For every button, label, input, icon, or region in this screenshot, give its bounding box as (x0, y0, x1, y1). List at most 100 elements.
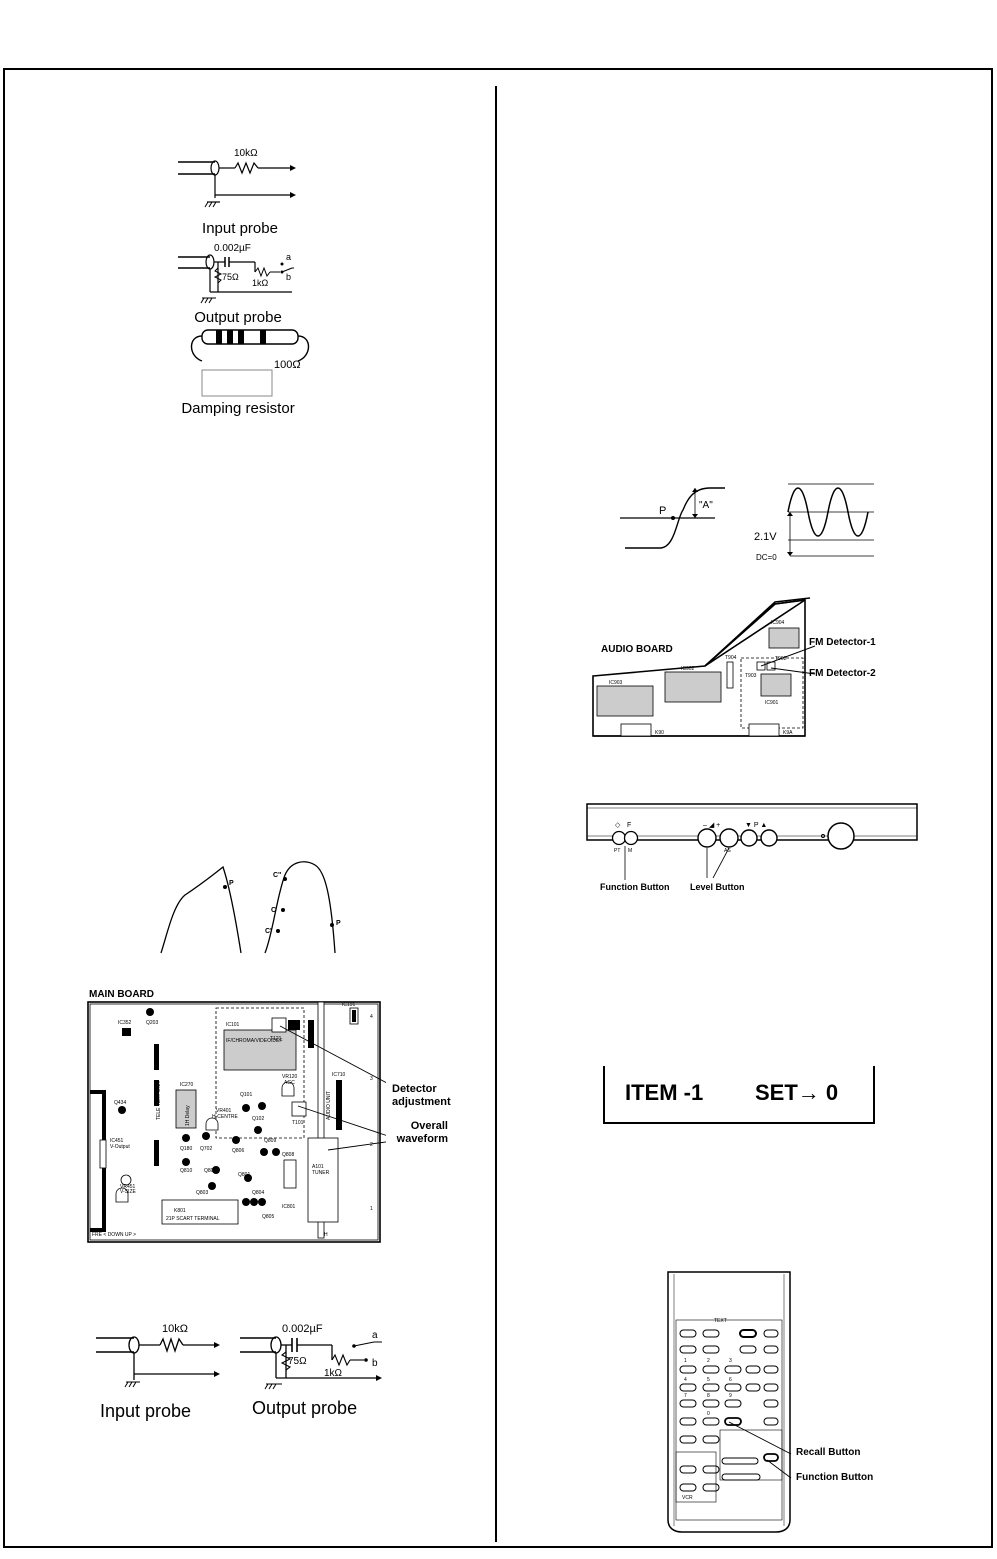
fm-detector-2-label: FM Detector-2 (809, 668, 876, 679)
output-probe-caption: Output probe (194, 309, 282, 326)
sine-voltage-label: 2.1V (754, 531, 777, 543)
output-probe-r1k-label: 1kΩ (252, 278, 269, 288)
mb-t121: T121 (270, 1036, 282, 1042)
svg-text:▼ P ▲: ▼ P ▲ (745, 822, 767, 829)
output-probe-2-tap-b: b (372, 1358, 378, 1369)
audio-board-title: AUDIO BOARD (601, 644, 673, 655)
audio-ic903: IC903 (609, 680, 623, 686)
panel-function-button-label: Function Button (600, 882, 670, 892)
tv-front-panel: ◇ F – ◢ + ▼ P ▲ PT M AS (586, 803, 918, 880)
mb-v-output: V-Output (110, 1144, 130, 1150)
mb-1h-delay: 1H Delay (185, 1105, 191, 1126)
output-probe-tap-a: a (286, 252, 291, 262)
output-probe-tap-b: b (286, 272, 291, 282)
mb-vr451: VR451 (120, 1184, 136, 1190)
overall-waveform-label: Overall waveform (396, 1120, 448, 1146)
mb-q801: Q801 (238, 1172, 250, 1178)
remote-recall-button-label: Recall Button (796, 1447, 861, 1458)
audio-t904: T904 (725, 655, 737, 661)
curve2-c-mid: C (271, 907, 276, 914)
output-probe-2-cap-label: 0.002µF (282, 1323, 323, 1335)
panel-level-button-label: Level Button (690, 882, 745, 892)
mb-q803: Q803 (196, 1190, 208, 1196)
output-probe-diagram: 0.002µF 75Ω 1kΩ a b (178, 243, 294, 304)
audio-ic904: IC904 (771, 620, 785, 626)
mb-q180: Q180 (180, 1146, 192, 1152)
mb-a101: A101 (312, 1164, 324, 1170)
mb-q203: Q203 (146, 1020, 158, 1026)
main-board-diagram: IC352 Q203 IC101 IF/CHROMA/VIDEO/DEF T12… (87, 1001, 386, 1243)
osd-menu-item: ITEM -1 (625, 1080, 704, 1105)
mb-col3: 3 (370, 1076, 373, 1082)
audio-k90: K90 (655, 730, 664, 736)
mb-ic191: IC191 (342, 1002, 356, 1008)
mb-q809: Q809 (264, 1138, 276, 1144)
input-probe-diagram: 10kΩ (178, 148, 296, 208)
mb-scart: 21P SCART TERMINAL (166, 1216, 220, 1222)
mb-q802: Q802 (204, 1168, 216, 1174)
response-curves: P C" C C' P (160, 861, 341, 954)
svg-text:1: 1 (684, 1358, 687, 1364)
svg-text:3: 3 (729, 1358, 732, 1364)
output-probe-diagram-2: 0.002µF 75Ω 1kΩ a b (240, 1323, 382, 1390)
svg-text:◇: ◇ (615, 822, 621, 829)
svg-text:4: 4 (684, 1377, 687, 1383)
damping-resistor-value: 100Ω (274, 359, 301, 371)
output-probe-cap-label: 0.002µF (214, 243, 251, 254)
mb-q702: Q702 (200, 1146, 212, 1152)
mb-q806: Q806 (232, 1148, 244, 1154)
input-probe-2-resistor-label: 10kΩ (162, 1323, 188, 1335)
svg-text:8: 8 (707, 1393, 710, 1399)
page-frame (3, 68, 993, 1548)
s-curve-point-p: P (659, 505, 666, 517)
input-probe-caption: Input probe (202, 220, 278, 237)
curve2-c-lower: C' (265, 928, 272, 935)
audio-ic901: IC901 (765, 700, 779, 706)
mb-vr120: VR120 (282, 1074, 298, 1080)
detector-adjustment-line2: adjustment (392, 1096, 451, 1108)
remote-control: TEXT 1 (667, 1271, 791, 1533)
curve2-point-p: P (336, 920, 341, 927)
main-board-title: MAIN BOARD (89, 989, 154, 1000)
mb-agc: AGC (284, 1080, 295, 1086)
audio-t903: T903 (745, 673, 757, 679)
panel-m-label: M (628, 848, 632, 854)
mb-tele-text: TELE TEXT UNIT (156, 1080, 162, 1120)
svg-text:2: 2 (707, 1358, 710, 1364)
output-probe-r75-label: 75Ω (222, 272, 239, 282)
output-probe-2-tap-a: a (372, 1330, 378, 1341)
mb-ic352: IC352 (118, 1020, 132, 1026)
mb-hcentre: H-CENTRE (212, 1114, 238, 1120)
svg-text:– ◢ +: – ◢ + (703, 822, 720, 829)
mb-vsize: V-SIZE (120, 1189, 137, 1195)
mb-ic101: IC101 (226, 1022, 240, 1028)
svg-text:F: F (627, 822, 631, 829)
remote-text-label: TEXT (714, 1318, 727, 1324)
mb-audio-unit: AUDIO UNIT (326, 1091, 332, 1120)
remote-function-button-label: Function Button (796, 1472, 874, 1483)
input-probe-resistor-label: 10kΩ (234, 148, 258, 159)
sine-dc-label: DC=0 (756, 553, 777, 562)
damping-resistor-caption: Damping resistor (181, 400, 295, 417)
s-curve-waveform: P "A" (620, 487, 725, 549)
svg-text:7: 7 (684, 1393, 687, 1399)
input-probe-diagram-2: 10kΩ (96, 1323, 220, 1388)
curve1-point-p: P (229, 880, 234, 887)
detector-adjustment-label: Detector adjustment (392, 1083, 451, 1109)
mb-ic710: IC710 (332, 1072, 346, 1078)
mb-ic101-func: IF/CHROMA/VIDEO/DEF (226, 1038, 282, 1044)
mb-h-mark: H (324, 1232, 328, 1238)
overall-waveform-line2: waveform (396, 1133, 448, 1145)
mb-q808: Q808 (282, 1152, 294, 1158)
mb-q434: Q434 (114, 1100, 126, 1106)
mb-ic270: IC270 (180, 1082, 194, 1088)
mb-q805: Q805 (262, 1214, 274, 1220)
s-curve-a-label: "A" (699, 500, 713, 511)
input-probe-2-caption: Input probe (100, 1401, 192, 1421)
mb-vr401: VR401 (216, 1108, 232, 1114)
audio-board-diagram: AUDIO BOARD IC904 IC902 IC903 IC901 T904… (592, 597, 816, 737)
audio-k9a: K9A (783, 730, 793, 736)
audio-t902: T902 (775, 656, 787, 662)
svg-text:6: 6 (729, 1377, 732, 1383)
mb-ic801: IC801 (282, 1204, 296, 1210)
